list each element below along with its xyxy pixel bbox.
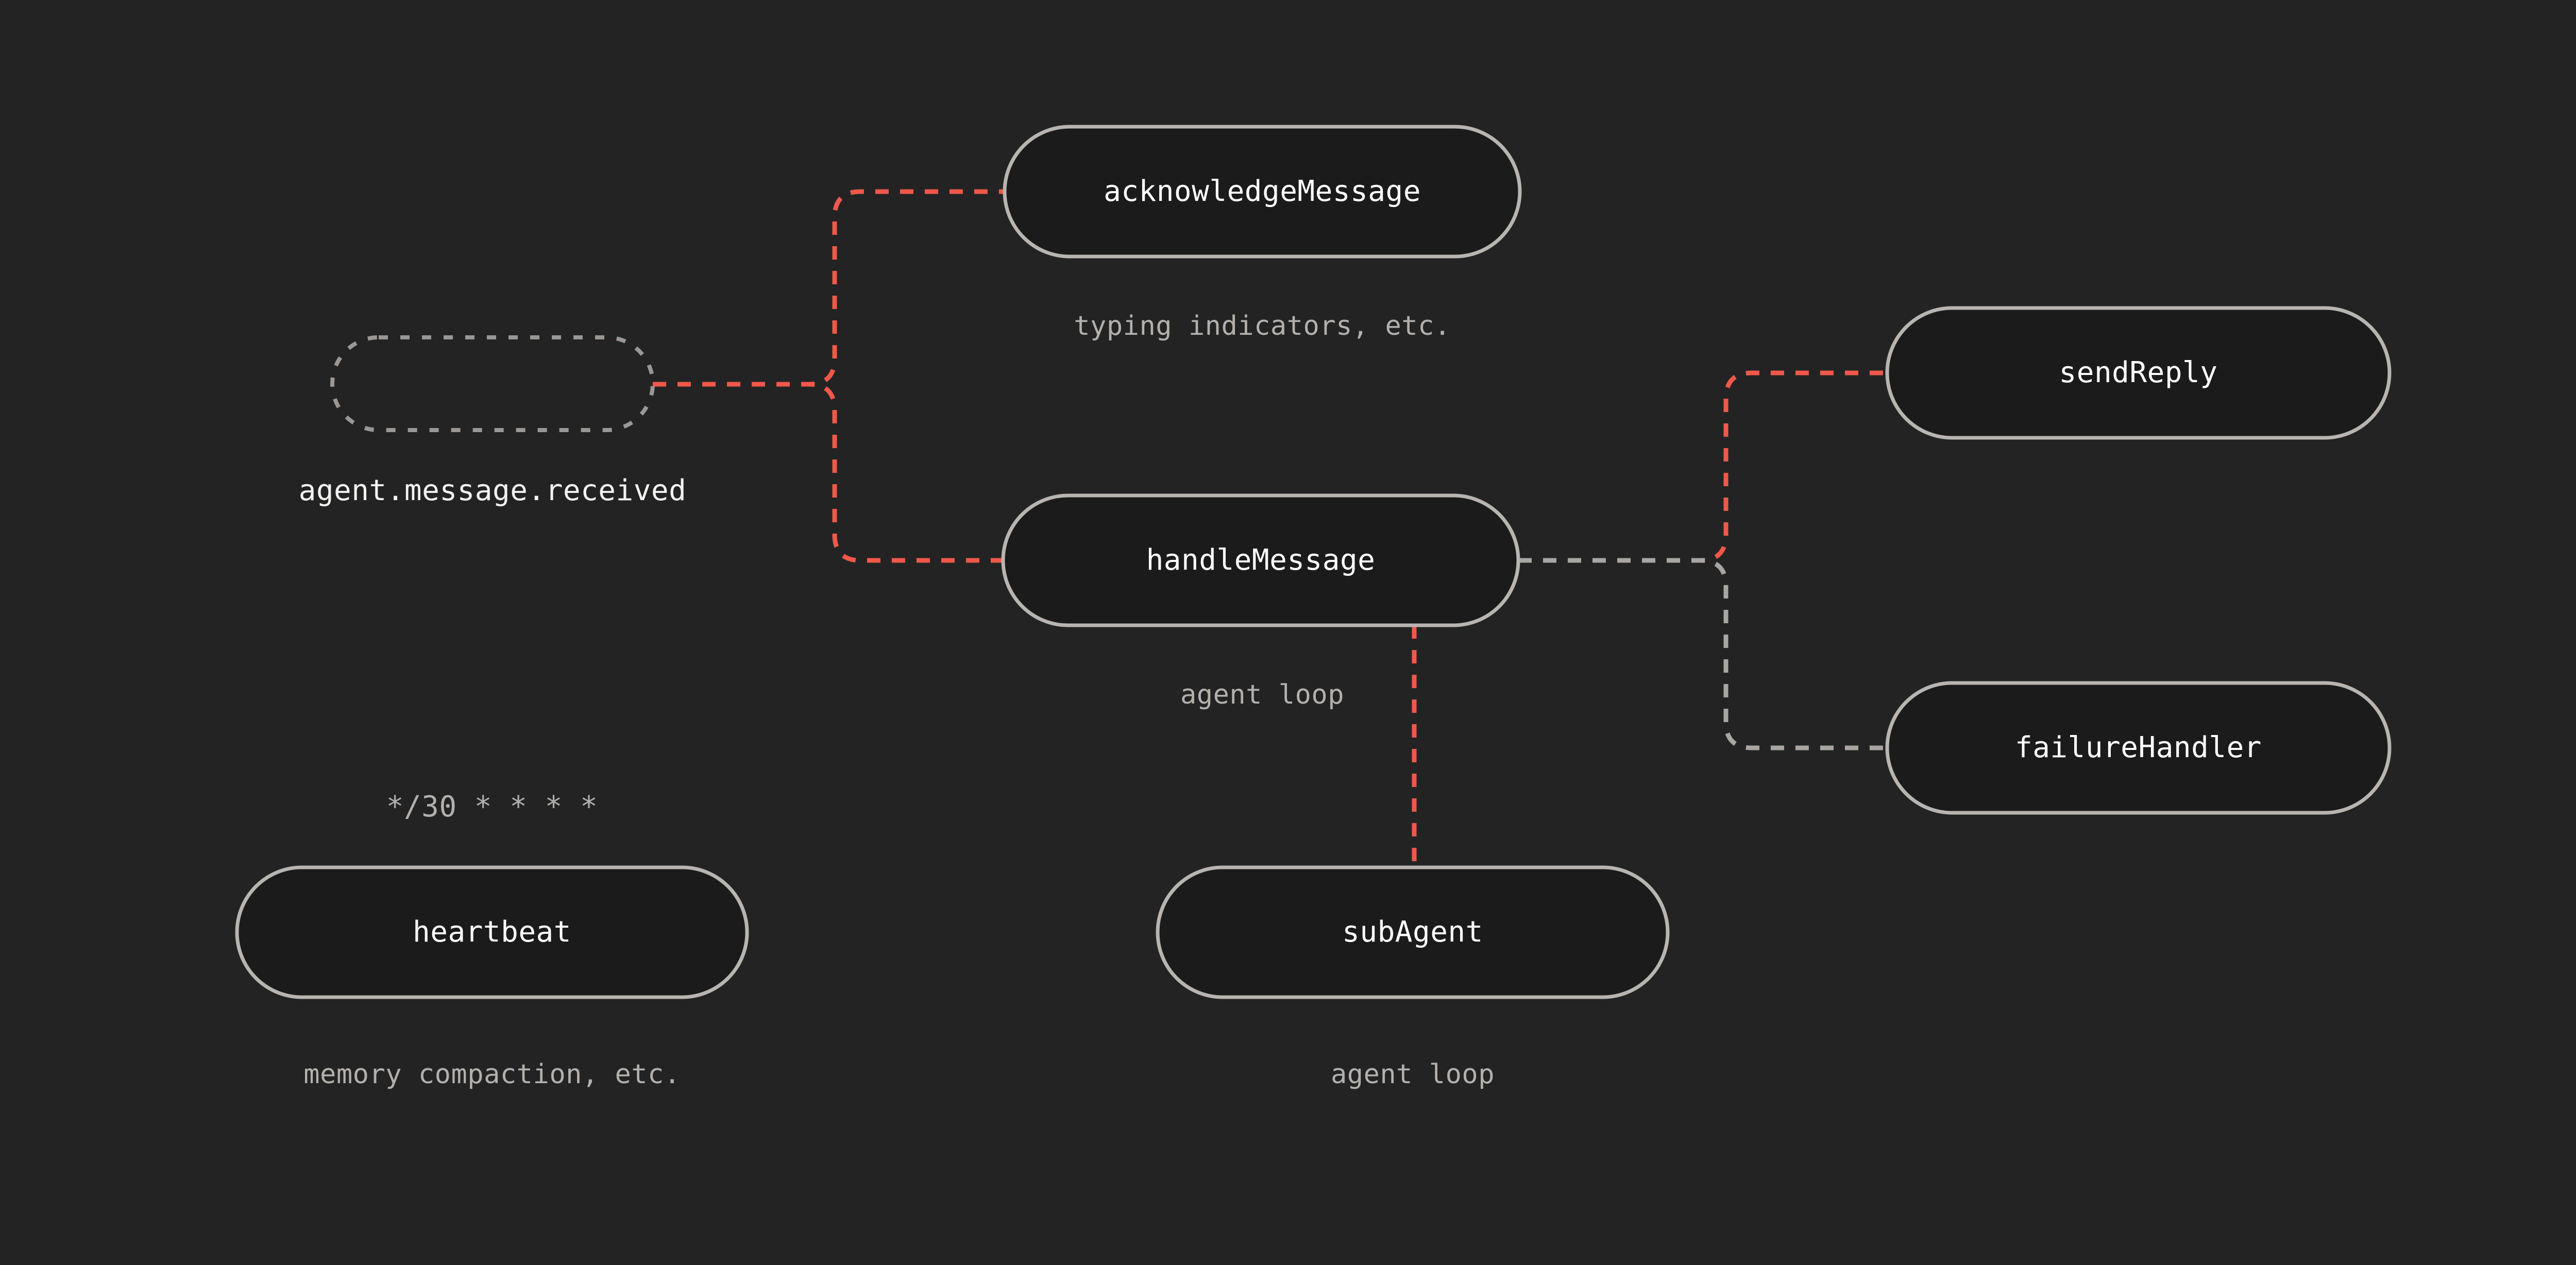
heartbeat-shape[interactable] [235,865,749,999]
handle-message-shape[interactable] [1001,493,1520,627]
caption-handle-message: agent loop [1180,679,1344,710]
caption-start-trigger: agent.message.received [299,474,687,507]
edge-start-to-handle [653,382,1003,563]
node-start-trigger[interactable] [330,335,655,432]
node-send-reply[interactable]: sendReply [1885,306,2392,440]
sub-agent-shape[interactable] [1156,865,1670,999]
node-sub-agent[interactable]: subAgent [1156,865,1670,999]
edge-handle-to-failure-handler [1518,558,1887,750]
node-handle-message[interactable]: handleMessage [1001,493,1520,627]
node-failure-handler[interactable]: failureHandler [1885,681,2392,815]
heartbeat-cron-expression: */30 * * * * [386,790,598,824]
acknowledge-message-label: acknowledgeMessage [1104,175,1421,208]
heartbeat-label: heartbeat [413,915,571,949]
caption-heartbeat: memory compaction, etc. [303,1059,681,1090]
node-heartbeat[interactable]: heartbeat [235,865,749,999]
failure-handler-shape[interactable] [1885,681,2392,815]
edge-handle-to-send-reply [1518,370,1887,563]
start-trigger-shape[interactable] [330,335,655,432]
acknowledge-message-shape[interactable] [1003,125,1522,259]
handle-message-label: handleMessage [1146,543,1376,577]
send-reply-shape[interactable] [1885,306,2392,440]
failure-handler-label: failureHandler [2015,731,2262,764]
caption-acknowledge-message: typing indicators, etc. [1074,311,1451,341]
send-reply-label: sendReply [2059,356,2218,389]
edge-start-to-acknowledge [653,189,1005,387]
caption-sub-agent: agent loop [1331,1059,1495,1090]
sub-agent-label: subAgent [1342,915,1483,949]
edge-layer [653,189,1887,867]
node-acknowledge-message[interactable]: acknowledgeMessage [1003,125,1522,259]
